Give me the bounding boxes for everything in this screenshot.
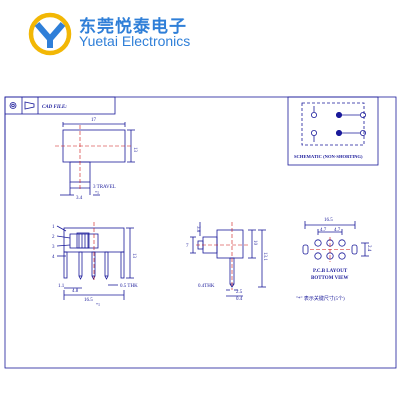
top-width-dim: 17 [91, 118, 97, 123]
front-thk-label: 0.5 THK [120, 284, 138, 289]
top-dim-3-4: 3.4 [76, 196, 83, 201]
brand-name-en: Yuetai Electronics [79, 33, 191, 49]
pcb-dim-16-5: 16.5 [324, 218, 333, 223]
callout-2: 2 [52, 235, 55, 240]
side-dim-2-5: 2.5 [236, 290, 243, 295]
side-dim-3-8: 3.8 [195, 226, 200, 233]
front-dim-4-8: 4.8 [72, 289, 79, 294]
front-height-dim: 13 [131, 253, 136, 259]
pcb-dim-4-7: 4.7 [320, 228, 327, 233]
drawing-frame [4, 96, 397, 369]
side-dim-10: 10 [252, 240, 257, 246]
side-view [190, 222, 266, 297]
callout-1: 1 [52, 225, 55, 230]
front-dim-16-5: 16.5 [84, 298, 93, 303]
note-text: "*" 表示关键尺寸(5个) [296, 295, 345, 302]
schematic-label: SCHEMATIC (NON-SHORTING) [294, 154, 363, 159]
title-block [4, 96, 116, 115]
side-dim-0-4: 0.4 [236, 297, 243, 302]
callout-3: 3 [52, 245, 55, 250]
pcb-layout [302, 221, 369, 260]
front-dim-1-1: 1.1 [58, 284, 65, 289]
front-tol-mark: *1 [96, 302, 100, 307]
pcb-dim-4-7b: 4.7 [334, 228, 341, 233]
header: 东莞悦泰电子 Yuetai Electronics [0, 0, 400, 62]
schematic-box [287, 96, 379, 166]
projection-symbol-icon [9, 101, 35, 110]
side-dim-13-1: 13.1 [262, 252, 267, 261]
yt-logo-icon [28, 12, 72, 56]
top-tol-mark: *1 [95, 190, 99, 195]
top-travel-label: 3 TRAVEL [93, 185, 116, 190]
pcb-subtitle: BOTTOM VIEW [311, 276, 348, 281]
pcb-title: P.C.B LAYOUT [313, 269, 348, 274]
side-dim-7: 7 [186, 244, 189, 249]
brand-name-cn: 东莞悦泰电子 [79, 17, 187, 37]
front-view [56, 225, 134, 300]
center-lines [55, 125, 350, 290]
cad-file-label: CAD FILE: [42, 105, 67, 110]
pcb-dim-2-4: 2.4 [366, 245, 371, 252]
top-height-dim: 13 [132, 147, 137, 153]
callout-4: 4 [52, 255, 55, 260]
side-thk-label: 0.4THK [198, 284, 215, 289]
